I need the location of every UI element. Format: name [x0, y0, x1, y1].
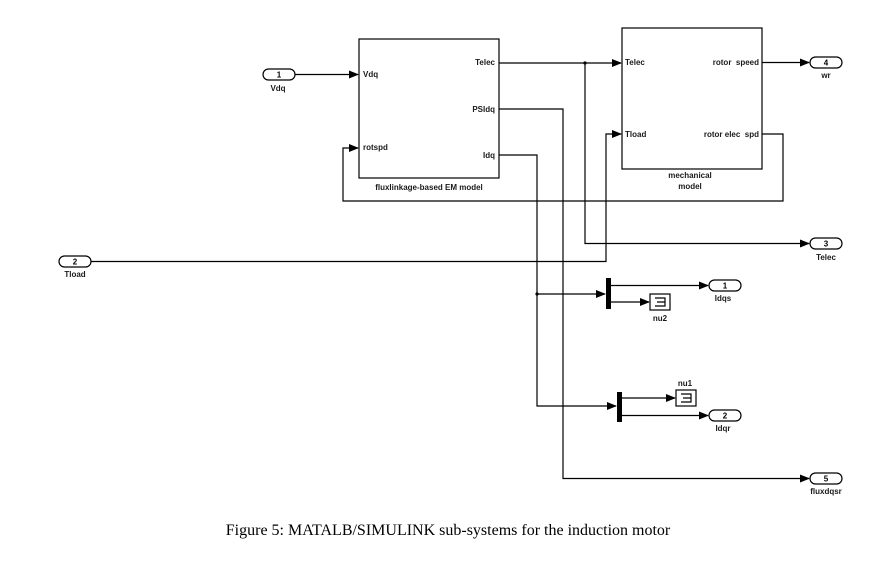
mech-output-rotor-speed-label: rotor speed [713, 58, 759, 67]
outport-idqs[interactable]: 1 Idqs [708, 279, 742, 303]
em-input-vdq-label: Vdq [363, 70, 378, 79]
outport-idqs-label: Idqs [715, 294, 732, 303]
outport-telec[interactable]: 3 Telec [809, 237, 843, 262]
terminator-nu2[interactable]: nu2 [649, 293, 671, 323]
demux-2[interactable] [617, 392, 622, 422]
demux-1[interactable] [606, 278, 611, 309]
inport-tload-number: 2 [73, 258, 78, 267]
wire-feedback-rotspd [342, 133, 784, 202]
mech-output-rotor-elec-spd-label: rotor elec spd [704, 130, 759, 139]
wire-telec-to-outport [584, 63, 810, 248]
mech-model-name-line2: model [678, 182, 702, 191]
outport-fluxdqsr-number: 5 [824, 475, 829, 484]
outport-idqr[interactable]: 2 Idqr [708, 409, 742, 433]
inport-tload[interactable]: 2 Tload [58, 255, 92, 279]
wire-idq-to-demux [499, 154, 617, 410]
outport-idqs-number: 1 [723, 282, 728, 291]
inport-vdq-number: 1 [277, 71, 282, 80]
branch-dot-idq [535, 292, 539, 296]
inport-vdq[interactable]: 1 Vdq [262, 68, 296, 93]
branch-dot-telec [583, 61, 587, 65]
outport-fluxdqsr[interactable]: 5 fluxdqsr [809, 472, 843, 496]
outport-idqr-label: Idqr [715, 424, 730, 433]
outport-fluxdqsr-label: fluxdqsr [810, 487, 842, 496]
terminator-nu2-label: nu2 [653, 314, 668, 323]
outport-telec-number: 3 [824, 240, 829, 249]
terminator-nu1-label: nu1 [678, 379, 693, 388]
terminator-nu1[interactable]: nu1 [675, 379, 697, 407]
inport-tload-label: Tload [64, 270, 85, 279]
em-output-idq-label: Idq [483, 151, 495, 160]
mechanical-model-block[interactable]: Telec Tload rotor speed rotor elec spd m… [621, 27, 763, 191]
outport-wr[interactable]: 4 wr [809, 56, 843, 80]
inport-vdq-label: Vdq [270, 84, 285, 93]
outport-wr-label: wr [820, 71, 830, 80]
em-output-telec-label: Telec [475, 58, 495, 67]
outport-wr-number: 4 [824, 59, 829, 68]
em-input-rotspd-label: rotspd [363, 143, 388, 152]
em-model-block[interactable]: Vdq rotspd Telec PSIdq Idq fluxlinkage-b… [358, 38, 500, 192]
outport-idqr-number: 2 [723, 412, 728, 421]
em-model-name: fluxlinkage-based EM model [375, 183, 483, 192]
wire-tload-to-mech [91, 130, 622, 263]
outport-telec-label: Telec [816, 253, 836, 262]
figure-caption: Figure 5: MATALB/SIMULINK sub-systems fo… [225, 522, 671, 539]
em-output-psidq-label: PSIdq [472, 105, 495, 114]
mech-model-name-line1: mechanical [668, 171, 712, 180]
mech-input-tload-label: Tload [625, 130, 646, 139]
mech-input-telec-label: Telec [625, 58, 645, 67]
